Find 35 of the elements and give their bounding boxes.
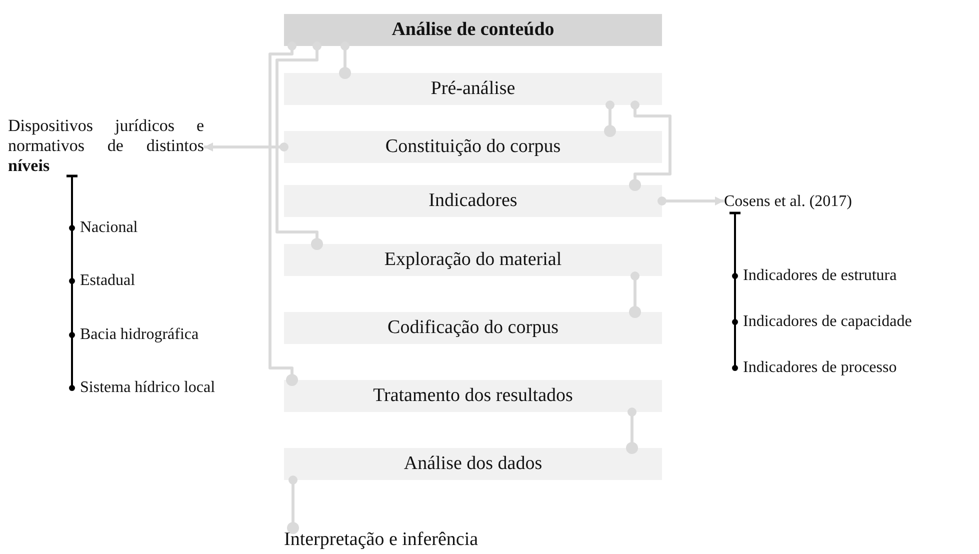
connector — [658, 196, 724, 206]
stage-bar — [284, 14, 662, 46]
stage-bar — [284, 185, 662, 217]
connector — [204, 142, 288, 152]
stage-label: Análise dos dados — [404, 453, 542, 475]
item-label: Estadual — [80, 271, 200, 291]
stage-bar — [284, 448, 662, 480]
item-label: Nacional — [80, 218, 200, 238]
item-label: Interpretação e inferência — [284, 528, 534, 551]
stage-bar — [284, 244, 662, 276]
connector — [629, 100, 672, 191]
tree-connector — [730, 212, 740, 371]
stage-label: Codificação do corpus — [388, 317, 558, 339]
connector — [626, 408, 638, 454]
tree-connector — [66, 174, 78, 391]
stage-bar — [284, 73, 662, 105]
item-label: Bacia hidrográfica — [80, 325, 230, 345]
stage-bar — [284, 380, 662, 412]
stage-label: Análise de conteúdo — [392, 19, 554, 41]
stage-label: Pré-análise — [430, 78, 516, 100]
note-text: Dispositivos jurídicos e normativos de distintos níveis — [8, 116, 204, 176]
item-label: Cosens et al. (2017) — [724, 192, 864, 213]
item-label: Indicadores de processo — [743, 358, 943, 378]
item-label: Indicadores de estrutura — [743, 266, 943, 286]
stage-label: Tratamento dos resultados — [373, 385, 573, 407]
connector — [604, 100, 616, 137]
stage-label: Constituição do corpus — [385, 136, 561, 158]
item-label: Sistema hídrico local — [80, 378, 280, 398]
connector — [629, 272, 641, 318]
connector — [287, 476, 299, 534]
item-label: Indicadores de capacidade — [743, 312, 977, 332]
stage-label: Indicadores — [428, 190, 518, 212]
stage-label: Exploração do material — [384, 249, 562, 271]
stage-bar — [284, 312, 662, 344]
stage-bar — [284, 131, 662, 163]
